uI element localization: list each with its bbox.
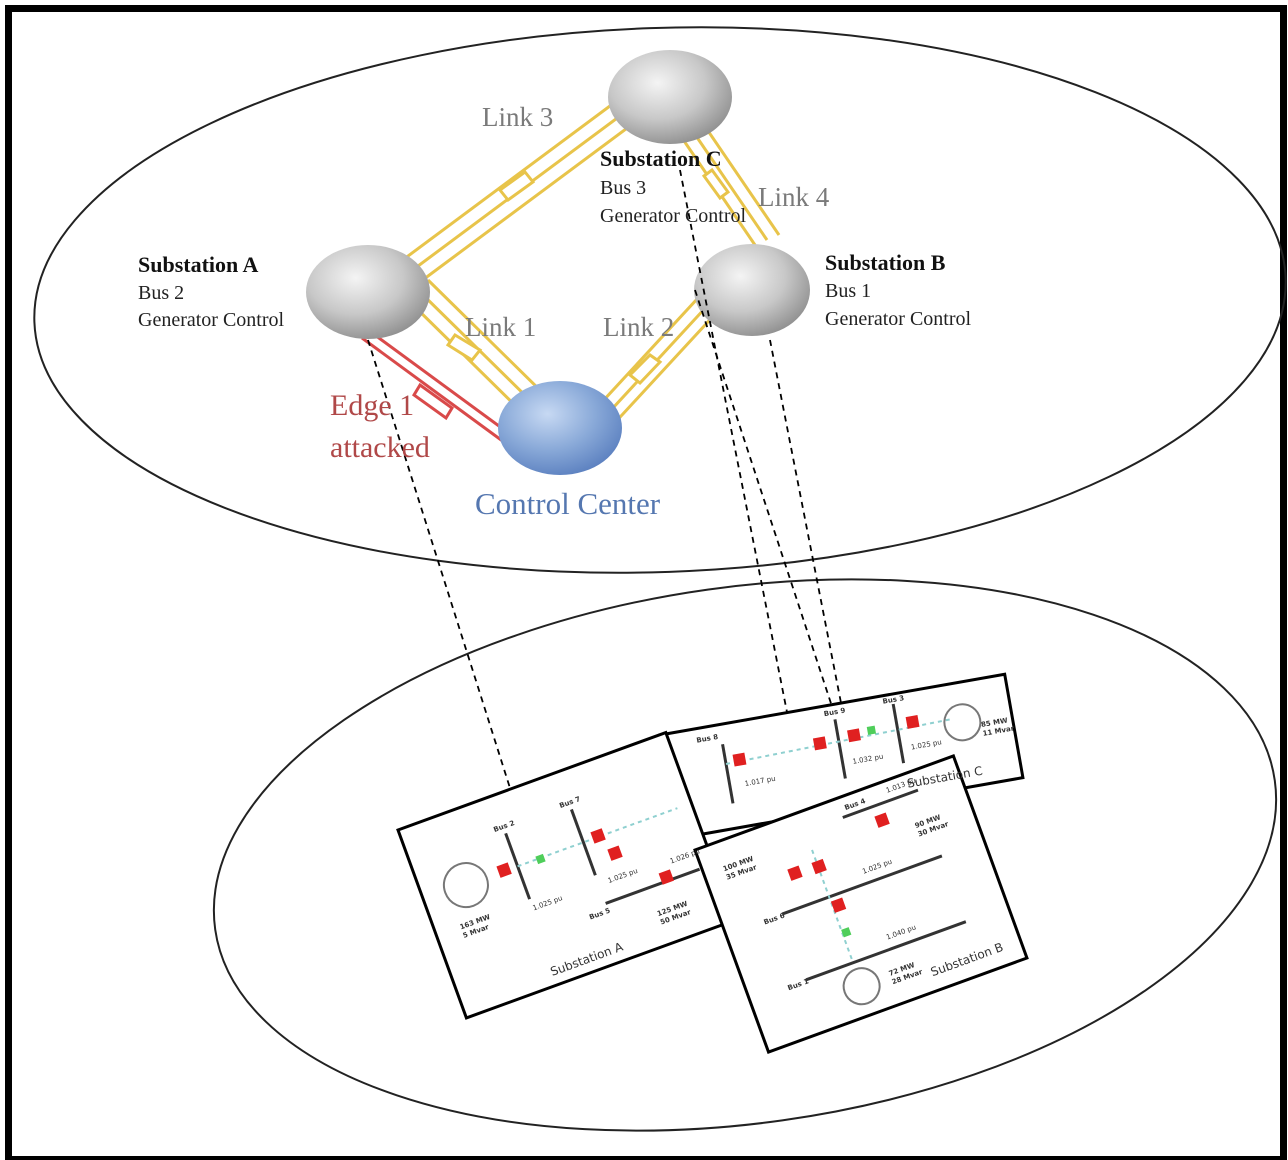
panel-c-bus-right: Bus 3 — [882, 694, 905, 706]
substation-a-bus: Bus 2 — [138, 282, 184, 304]
panel-c-bus-left: Bus 8 — [696, 733, 719, 745]
substation-c-role: Generator Control — [600, 205, 747, 227]
link-3-line — [399, 98, 639, 284]
link-1-label: Link 1 — [465, 312, 536, 342]
substation-b-bus: Bus 1 — [825, 280, 871, 302]
figure-border — [5, 5, 1287, 1160]
substation-a-node — [306, 245, 430, 339]
link-2-label: Link 2 — [603, 312, 674, 342]
link-1-line — [406, 278, 552, 422]
mapping-arrow-c — [679, 169, 807, 782]
panel-c-bus-mid: Bus 9 — [823, 706, 846, 718]
substation-c-title: Substation C — [600, 146, 722, 171]
link-3-label: Link 3 — [482, 102, 553, 132]
substation-b-node — [694, 244, 810, 336]
attacked-edge-1 — [361, 328, 515, 447]
substation-a-role: Generator Control — [138, 309, 285, 331]
substation-b-title: Substation B — [825, 250, 946, 275]
physical-layer-ellipse — [212, 578, 1278, 1132]
substation-a-title: Substation A — [138, 252, 259, 277]
control-center-node — [498, 381, 622, 475]
panel-substation-b — [693, 754, 1029, 1054]
control-center-label: Control Center — [475, 486, 661, 521]
link-4-line — [678, 124, 781, 246]
cyber-layer-ellipse — [33, 26, 1287, 574]
attack-label-line2: attacked — [330, 431, 430, 464]
link-4-label: Link 4 — [758, 182, 830, 212]
substation-c-node — [608, 50, 732, 144]
attack-label-line1: Edge 1 — [330, 389, 414, 422]
substation-b-role: Generator Control — [825, 308, 972, 330]
substation-c-bus: Bus 3 — [600, 177, 646, 199]
panel-substation-a — [396, 730, 737, 1020]
